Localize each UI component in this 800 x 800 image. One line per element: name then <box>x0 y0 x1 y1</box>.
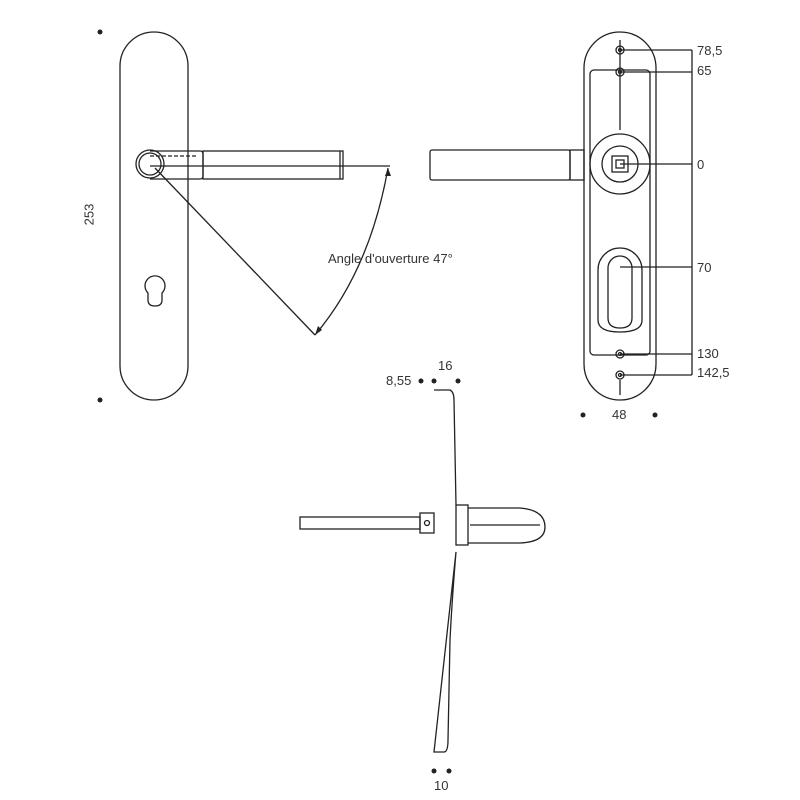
back-backplate <box>583 31 657 401</box>
front-backplate <box>119 31 189 401</box>
front-rosette <box>135 149 165 179</box>
back-width-label: 48 <box>612 407 627 422</box>
side-spindle <box>299 516 421 530</box>
angle-arc <box>314 167 389 336</box>
side-profile <box>433 389 457 753</box>
dim-78-5: 78,5 <box>697 43 723 58</box>
side-label-16: 16 <box>438 358 453 373</box>
dim-142-5: 142,5 <box>697 365 730 380</box>
dim-0: 0 <box>697 157 705 172</box>
front-height-label: 253 <box>81 203 97 226</box>
front-keyhole <box>144 275 166 307</box>
back-lever <box>429 149 571 181</box>
dim-65: 65 <box>697 63 712 78</box>
angle-label: Angle d'ouverture 47° <box>328 251 453 266</box>
side-label-10: 10 <box>434 778 449 793</box>
angle-line <box>154 167 316 336</box>
side-label-8-55: 8,55 <box>386 373 412 388</box>
dim-130: 130 <box>697 346 719 361</box>
back-keyhole <box>607 255 633 329</box>
side-lever <box>455 504 469 546</box>
dim-70: 70 <box>697 260 712 275</box>
